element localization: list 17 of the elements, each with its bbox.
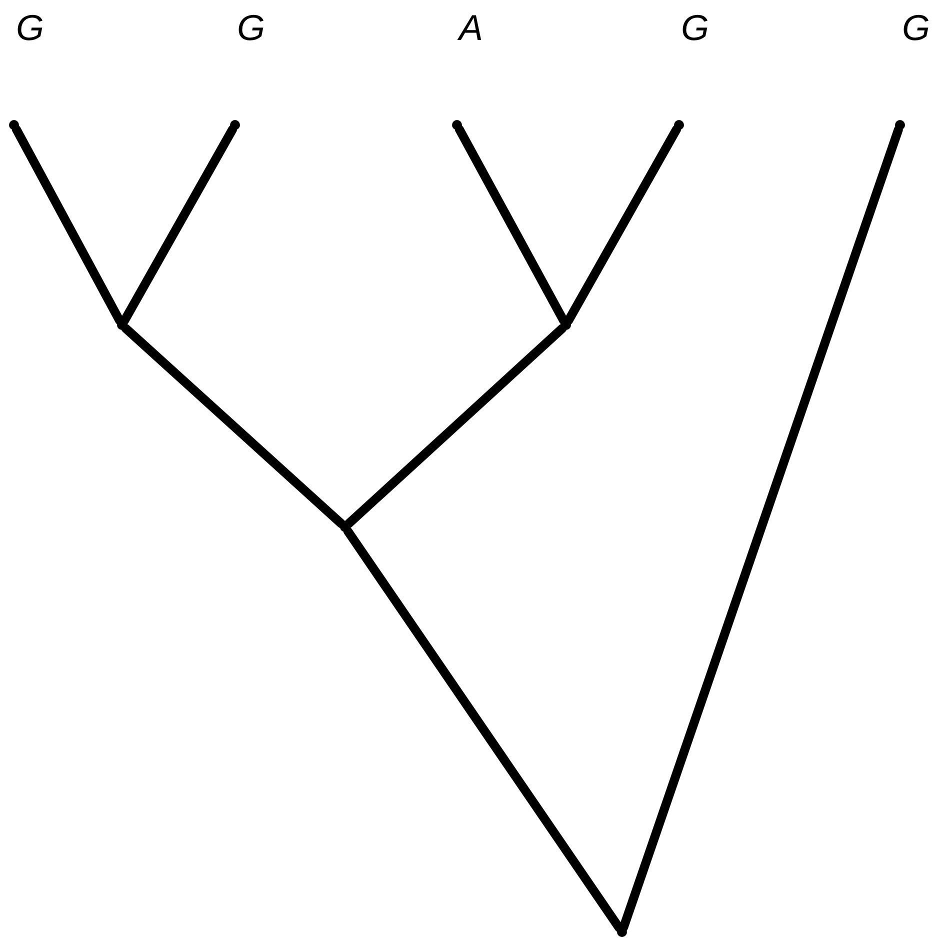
- tree-branch: [344, 324, 567, 528]
- leaf-label: G: [681, 6, 710, 50]
- tree-branch: [121, 324, 346, 528]
- tree-branch: [120, 124, 238, 326]
- branch-tip: [9, 120, 19, 130]
- tree-branch: [12, 124, 124, 326]
- branch-tip: [895, 120, 905, 130]
- tree-branch: [564, 124, 682, 326]
- leaf-label: G: [16, 6, 44, 50]
- leaf-label: G: [902, 6, 930, 50]
- tree-branch: [619, 125, 903, 932]
- branch-tip: [230, 120, 240, 130]
- leaf-label: G: [237, 6, 266, 50]
- branch-tip: [674, 120, 684, 130]
- tree-branch: [454, 124, 568, 326]
- leaf-label: A: [459, 6, 484, 50]
- branch-tip: [452, 120, 462, 130]
